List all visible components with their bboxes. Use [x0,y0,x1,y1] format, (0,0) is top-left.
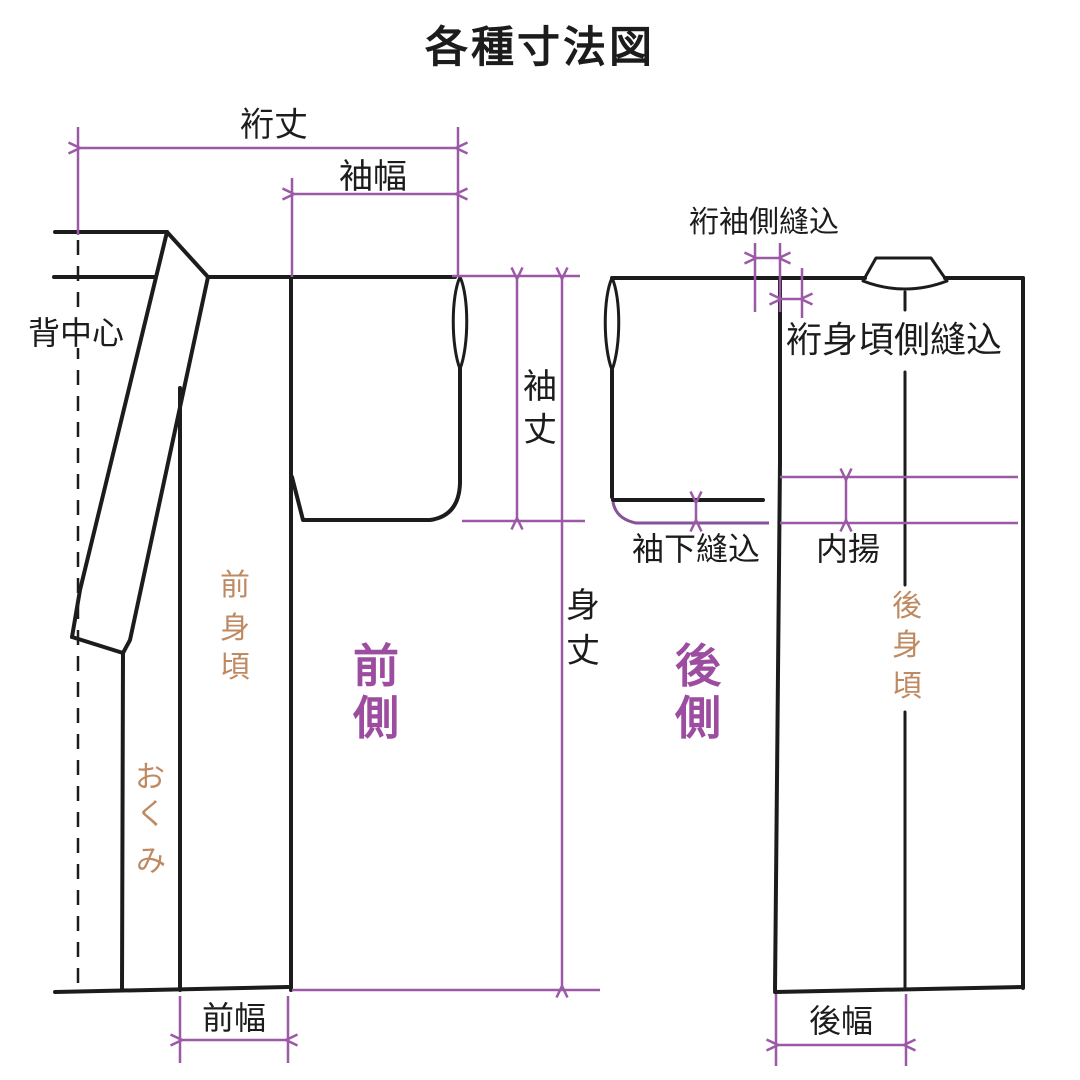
body-length-label: 身 丈 [566,587,600,670]
sleeve-width-label: 袖幅 [339,158,407,196]
back-hem-line [773,985,1025,994]
front-collar-outer-edge [70,230,169,639]
back-sleeve-bottom-fold-edge [611,501,769,525]
inner-tuck-label: 内揚 [816,531,880,567]
svg-text:袖: 袖 [523,368,557,406]
svg-text:み: み [136,845,166,878]
sleeve-bottom-seam-label: 袖下縫込 [632,531,760,567]
front-side-label: 前 側 [352,640,399,744]
svg-text:頃: 頃 [892,670,922,703]
front-panel-label: 前 身 頃 [220,569,250,684]
svg-text:後: 後 [675,640,722,692]
svg-text:丈: 丈 [566,632,600,670]
front-sleeve-opening [451,275,469,371]
yuki-label: 裄丈 [240,106,308,144]
back-view-outline [603,256,1025,994]
back-sleeve-opening [603,276,621,372]
front-collar-top-edge [165,230,210,279]
front-view-outline [52,230,469,994]
svg-text:側: 側 [674,692,721,744]
front-collar-inner-edge [121,275,210,655]
back-side-label: 後 側 [674,640,722,744]
svg-text:後: 後 [892,590,922,623]
back-width-label: 後幅 [809,1003,873,1039]
front-hem-line [53,985,290,994]
diagram-title: 各種寸法図 [425,24,655,72]
dimension-lines [78,127,1018,1066]
okumi-front-edge [120,651,125,992]
back-side-seam [773,276,782,992]
svg-text:丈: 丈 [523,411,557,449]
svg-text:前: 前 [220,569,250,602]
back-center-label-backing [26,314,132,348]
svg-text:身: 身 [892,629,922,662]
svg-text:く: く [136,798,166,831]
svg-text:前: 前 [353,640,399,692]
back-panel-label: 後 身 頃 [892,590,922,703]
front-width-label: 前幅 [202,1000,266,1036]
front-sleeve-edge [290,366,462,522]
back-collar [861,256,949,291]
svg-text:身: 身 [566,587,600,625]
back-center-label: 背中心 [28,315,124,351]
svg-text:頃: 頃 [220,651,250,684]
front-collar-end-edge [70,635,125,655]
okumi-label: お く み [135,761,166,878]
sleeve-length-label: 袖 丈 [523,368,557,449]
yuki-body-seam-label: 裄身頃側縫込 [786,319,1002,360]
yuki-sleeve-seam-label: 裄袖側縫込 [689,206,839,239]
svg-text:側: 側 [352,692,399,744]
svg-text:身: 身 [220,612,250,645]
svg-text:お: お [135,761,165,794]
